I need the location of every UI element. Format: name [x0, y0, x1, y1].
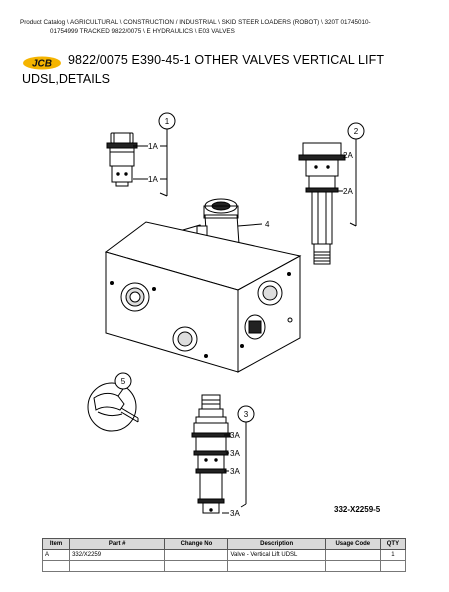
jcb-logo-text: JCB	[32, 59, 52, 70]
cell-qty: 1	[379, 549, 407, 561]
cell-part-number[interactable]: 332/X2259	[69, 549, 166, 561]
callout-3a-second: 3A	[230, 449, 240, 458]
callout-2a-top: 2A	[343, 151, 353, 160]
callout-2-number: 2	[354, 127, 359, 136]
valve-body	[104, 221, 302, 373]
callout-3a-first: 3A	[230, 431, 240, 440]
table-row: A 332/X2259 Valve - Vertical Lift UDSL 1	[41, 549, 407, 561]
callout-1a-top: 1A	[148, 142, 158, 151]
callout-1	[133, 112, 176, 197]
page-title: 9822/0075 E390-45-1 OTHER VALVES VERTICA…	[68, 53, 385, 67]
header-item: Item	[41, 538, 71, 550]
callout-4-number: 4	[265, 220, 270, 229]
header-part-number: Part #	[69, 538, 166, 550]
jcb-logo-shape	[23, 56, 61, 70]
table-row-empty	[41, 560, 407, 572]
callout-3-number: 3	[244, 410, 249, 419]
part-3-valve	[191, 394, 231, 514]
callout-3	[222, 405, 255, 514]
parts-table-header: Item Part # Change No Description Usage …	[41, 538, 407, 550]
drawing-number: 332-X2259-5	[334, 505, 381, 514]
header-change-no: Change No	[164, 538, 229, 550]
callout-2a-bottom: 2A	[343, 187, 353, 196]
callout-1-number: 1	[165, 117, 170, 126]
breadcrumb-line-1: Product Catalog \ AGRICULTURAL \ CONSTRU…	[20, 19, 371, 26]
breadcrumb-line-2: 01754999 TRACKED 9822/0075 \ E HYDRAULIC…	[50, 28, 235, 35]
parts-table: Item Part # Change No Description Usage …	[41, 538, 407, 572]
callout-5-number: 5	[121, 377, 126, 386]
header-description: Description	[227, 538, 326, 550]
callout-3a-third: 3A	[230, 467, 240, 476]
page-title-continued: UDSL,DETAILS	[22, 72, 110, 86]
cell-item: A	[41, 549, 71, 561]
header-qty: QTY	[379, 538, 407, 550]
callout-4	[237, 223, 263, 227]
part-2-valve	[298, 142, 346, 265]
breadcrumb: Product Catalog \ AGRICULTURAL \ CONSTRU…	[20, 18, 440, 36]
callout-1a-bottom: 1A	[148, 175, 158, 184]
callout-3a-fourth: 3A	[230, 509, 240, 518]
callout-2	[338, 122, 365, 227]
part-5-cable-tie	[87, 382, 139, 432]
callout-5	[114, 372, 132, 397]
header-usage-code: Usage Code	[324, 538, 381, 550]
cell-description: Valve - Vertical Lift UDSL	[227, 549, 326, 561]
part-1-plug	[106, 132, 138, 187]
jcb-logo: JCB	[23, 56, 61, 70]
cell-change-no	[164, 549, 229, 561]
cell-usage-code	[324, 549, 381, 561]
